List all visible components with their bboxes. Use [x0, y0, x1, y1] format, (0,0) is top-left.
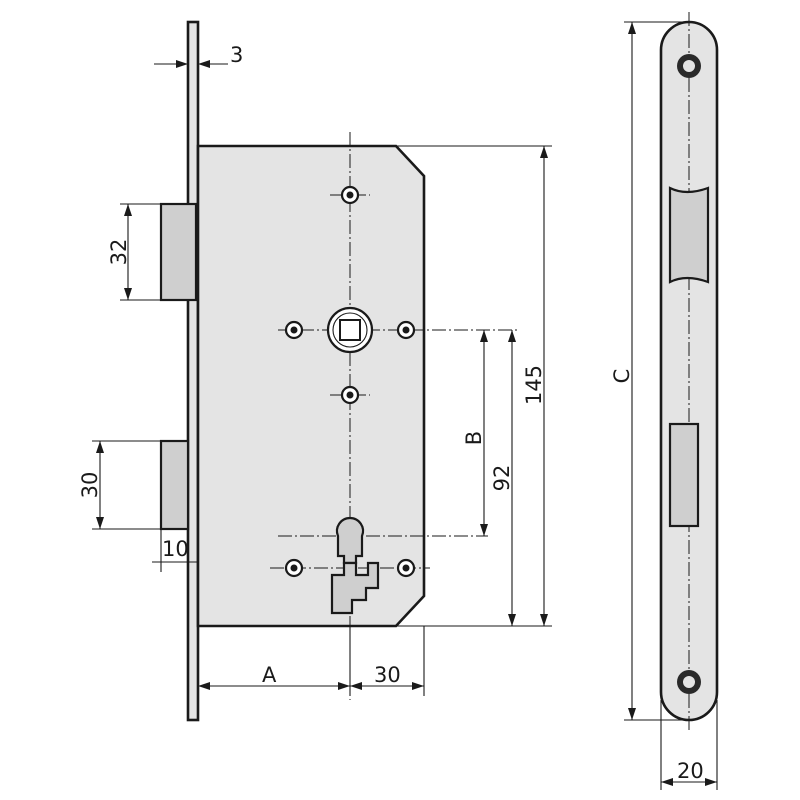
dim-faceplate-thickness: 3 [154, 43, 243, 68]
lock-case [196, 144, 426, 628]
cylinder-hole [330, 516, 380, 615]
dim-bolt-height: 30 [78, 440, 161, 530]
dim-backset: A [197, 626, 351, 696]
screw-hole [396, 558, 416, 578]
follower [326, 306, 374, 354]
bolt-opening [668, 422, 700, 528]
screw-hole [396, 320, 416, 340]
screw-hole [340, 185, 360, 205]
dim-label-30-bolt: 30 [78, 472, 102, 499]
dim-body-height: 145 [396, 145, 552, 627]
dim-label-a: A [262, 663, 277, 687]
dim-label-20: 20 [677, 759, 704, 783]
latch-opening [668, 186, 710, 284]
dim-center-distance-b: B [462, 330, 488, 536]
screw-hole [677, 670, 701, 694]
dim-label-30-offset: 30 [374, 663, 401, 687]
dead-bolt [159, 439, 190, 531]
dim-strike-width: 20 [660, 700, 718, 790]
screw-hole [340, 385, 360, 405]
dim-label-32: 32 [107, 239, 131, 266]
screw-hole [284, 320, 304, 340]
screw-hole [677, 54, 701, 78]
mortise-lock-view [159, 20, 518, 722]
dim-label-c: C [610, 369, 634, 384]
screw-hole [284, 558, 304, 578]
dim-center-distance-92: 92 [490, 330, 516, 626]
dim-label-92: 92 [490, 465, 514, 492]
faceplate-front-view [659, 12, 719, 730]
dim-label-b: B [462, 431, 486, 445]
dim-label-3: 3 [230, 43, 243, 67]
dim-cylinder-offset: 30 [350, 626, 425, 696]
dim-bolt-projection: 10 [152, 529, 198, 572]
faceplate [186, 20, 200, 722]
dim-label-145: 145 [522, 365, 546, 405]
dimension-annotations: 3 32 30 10 [78, 21, 718, 790]
dim-strike-length: C [610, 21, 689, 721]
dim-latch-height: 32 [107, 203, 161, 301]
dim-label-10: 10 [162, 537, 189, 561]
